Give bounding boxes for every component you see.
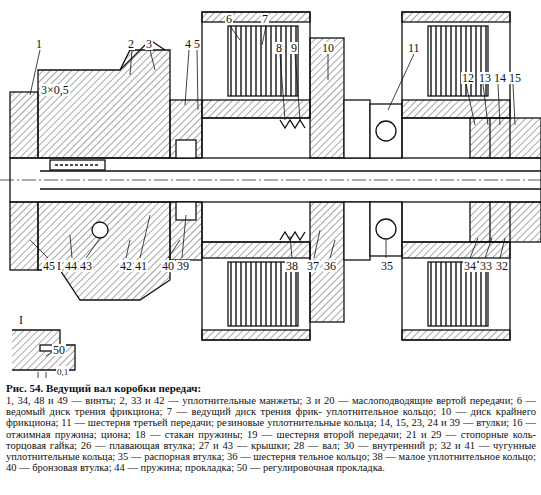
callout-number: 12 [461, 72, 475, 84]
callout-number: 13 [478, 72, 492, 84]
callout-number: I [18, 314, 24, 326]
callout-number: 32 [495, 260, 509, 272]
callout-number: 38 [285, 260, 299, 272]
callout-number: 2 [127, 38, 135, 50]
callout-number: 37 [306, 260, 320, 272]
callout-number: 36 [323, 260, 337, 272]
callout-number: 43 [79, 260, 93, 272]
callout-number: 0,1 [56, 366, 69, 378]
callout-number: 14 [493, 72, 507, 84]
callout-number: 5 [193, 38, 201, 50]
callout-number: 9 [290, 42, 298, 54]
callout-number: 44 [64, 260, 78, 272]
figure-title: Рис. 54. Ведущий вал коробки передач: [6, 382, 536, 394]
shaft-drawing [0, 0, 541, 380]
callout-number: 33 [479, 260, 493, 272]
figure-caption: 1, 34, 48 и 49 — винты; 2, 33 и 42 — упл… [6, 395, 536, 473]
callout-number: 11 [407, 42, 421, 54]
callout-number: 45 [42, 260, 56, 272]
callout-number: 3 [145, 38, 153, 50]
callout-number: 4 [184, 38, 192, 50]
callout-number: 34 [463, 260, 477, 272]
callout-number: 40 [161, 260, 175, 272]
callout-number: 42 [119, 260, 133, 272]
callout-number: 8 [275, 42, 283, 54]
callout-number: 6 [225, 13, 233, 25]
callout-number: 50 [52, 344, 66, 356]
callout-number: 35 [380, 260, 394, 272]
callout-number: 39 [176, 260, 190, 272]
callout-number: 1 [35, 38, 43, 50]
callout-number: 41 [134, 260, 148, 272]
callout-number: 15 [508, 72, 522, 84]
callout-number: 10 [321, 42, 335, 54]
callout-number: I [56, 260, 62, 272]
callout-number: 3×0,5 [40, 84, 70, 96]
callout-number: 7 [261, 13, 269, 25]
